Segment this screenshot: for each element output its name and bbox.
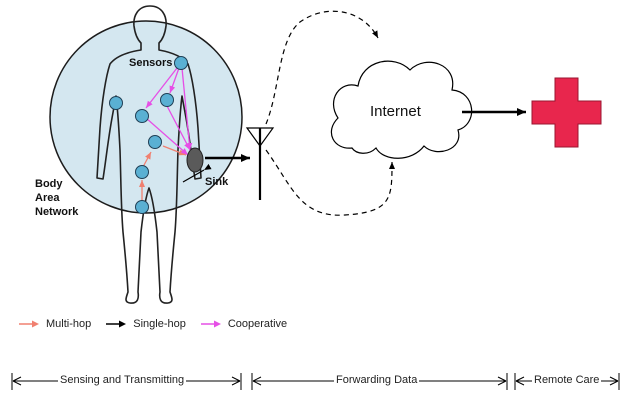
sensor-node [135, 109, 149, 123]
sensor-node [135, 165, 149, 179]
cloud-icon [330, 60, 473, 159]
sensors-label: Sensors [129, 57, 173, 69]
body-area-network-label: Body Area Network [35, 177, 78, 219]
sensor-node [174, 56, 188, 70]
phase-label-sensing: Sensing and Transmitting [58, 374, 187, 386]
human-silhouette [96, 5, 202, 304]
legend-cooperative: Cooperative [200, 318, 287, 330]
legend-label: Cooperative [227, 318, 288, 330]
legend-label: Single-hop [133, 318, 186, 330]
ban-label-line: Area [35, 192, 60, 204]
legend-single-hop: Single-hop [105, 318, 186, 330]
cooperative-links [145, 67, 193, 156]
legend: Multi-hop Single-hop Cooperative [18, 317, 301, 331]
sink-node [186, 147, 204, 173]
sensor-node [109, 96, 123, 110]
sensor-node [148, 135, 162, 149]
multi-hop-arrow-icon [19, 320, 39, 328]
phase-label-forwarding: Forwarding Data [334, 374, 420, 386]
sensor-node [135, 200, 149, 214]
legend-label: Multi-hop [46, 318, 92, 330]
dashed-link-down [265, 149, 395, 216]
antenna-icon [245, 127, 275, 200]
ban-label-line: Body [35, 178, 63, 190]
internet-label: Internet [370, 103, 421, 120]
legend-multi-hop: Multi-hop [18, 318, 91, 330]
sensor-node [160, 93, 174, 107]
cooperative-arrow-icon [200, 320, 221, 328]
medical-cross-icon [531, 77, 602, 148]
dashed-link-up [265, 10, 379, 125]
ban-label-line: Network [35, 206, 79, 218]
sink-label: Sink [205, 176, 229, 188]
single-hop-arrow-icon [106, 320, 127, 328]
sensor-nodes [109, 56, 188, 214]
phase-label-remote-care: Remote Care [532, 374, 602, 386]
sink-pointer [182, 163, 212, 183]
